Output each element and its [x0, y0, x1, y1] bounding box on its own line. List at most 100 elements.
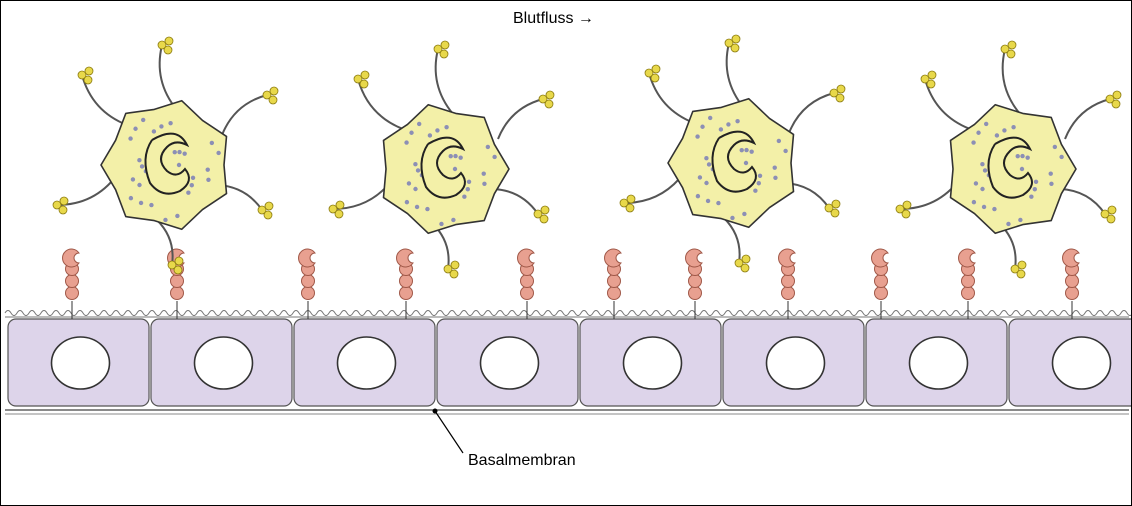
granule [1016, 154, 1020, 158]
granule [704, 156, 708, 160]
ligand-chain [493, 189, 538, 214]
granule [1002, 128, 1006, 132]
ligand-sugar [1017, 270, 1025, 278]
ligand-sugar [265, 202, 273, 210]
leukocyte-body [668, 99, 794, 228]
granule [696, 194, 700, 198]
granule [453, 167, 457, 171]
neutrophil-granulocyte-icon [329, 41, 554, 278]
granule [1018, 218, 1022, 222]
granule [492, 155, 496, 159]
endothelial-cell [151, 319, 292, 406]
granule [1020, 154, 1024, 158]
endothelial-cell [294, 319, 435, 406]
receptor-bead [875, 275, 888, 288]
ligand-chain [1060, 189, 1105, 214]
ligand-sugar [831, 209, 839, 217]
granule [1034, 180, 1038, 184]
selectin-receptor-icon [605, 249, 621, 319]
receptor-bead [171, 275, 184, 288]
granule [466, 187, 470, 191]
granule [482, 182, 486, 186]
granule [439, 222, 443, 226]
ligand-sugar [540, 215, 548, 223]
granule [453, 154, 457, 158]
selectin-receptors [63, 249, 1079, 319]
granule [435, 128, 439, 132]
selectin-receptor-icon [63, 249, 79, 319]
granule [695, 134, 699, 138]
granule [163, 218, 167, 222]
receptor-head [299, 249, 315, 267]
endothelial-cell [1009, 319, 1131, 406]
granule [159, 124, 163, 128]
ligand-chain [222, 95, 267, 135]
ligand-sugar [84, 76, 92, 84]
receptor-head [686, 249, 702, 267]
receptor-head [959, 249, 975, 267]
receptor-bead [608, 287, 621, 300]
neutrophil-granulocyte-icon [896, 41, 1121, 278]
pointer-dot [433, 409, 438, 414]
receptor-bead [875, 287, 888, 300]
granule [216, 151, 220, 155]
pointer-line [435, 411, 463, 453]
endothelial-cell [580, 319, 721, 406]
granule [980, 187, 984, 191]
granule [1011, 125, 1015, 129]
ligand-sugar [902, 210, 910, 218]
granule [417, 122, 421, 126]
receptor-bead [962, 287, 975, 300]
granule [141, 118, 145, 122]
ligand-sugar [440, 50, 448, 58]
granule [191, 176, 195, 180]
ligand-sugar [741, 264, 749, 272]
granule [182, 151, 186, 155]
selectin-receptor-icon [872, 249, 888, 319]
granule [173, 150, 177, 154]
ligand-sugar [652, 65, 660, 73]
receptor-head [605, 249, 621, 267]
ligand-sugar [627, 195, 635, 203]
granule [137, 158, 141, 162]
selectin-receptor-icon [959, 249, 975, 319]
leukocyte-body [384, 105, 510, 234]
receptor-bead [171, 287, 184, 300]
ligand-sugar [85, 67, 93, 75]
granule [149, 203, 153, 207]
neutrophil-granulocyte-icon [53, 37, 278, 274]
cell-nucleus-icon [52, 337, 110, 389]
ligand-sugar [651, 74, 659, 82]
granule [740, 148, 744, 152]
granule [735, 119, 739, 123]
receptor-head [63, 249, 79, 267]
granule [777, 139, 781, 143]
granule [413, 162, 417, 166]
granule [1033, 187, 1037, 191]
granule [404, 140, 408, 144]
endothelial-cell [866, 319, 1007, 406]
ligand-sugar [1107, 215, 1115, 223]
receptor-bead [521, 275, 534, 288]
ligand-sugar [732, 35, 740, 43]
ligand-sugar [59, 206, 67, 214]
granule [726, 122, 730, 126]
granule [983, 168, 987, 172]
receptor-head [872, 249, 888, 267]
granule [129, 196, 133, 200]
cell-nucleus-icon [338, 337, 396, 389]
selectin-receptor-icon [397, 249, 413, 319]
granule [137, 183, 141, 187]
ligand-sugar [165, 37, 173, 45]
granule [976, 131, 980, 135]
ligand-sugar [270, 87, 278, 95]
granule [190, 183, 194, 187]
granule [462, 195, 466, 199]
receptor-bead [962, 275, 975, 288]
basal-membrane-label: Basalmembran [468, 452, 576, 470]
glycocalyx-line [5, 311, 1131, 316]
ligand-sugar [1008, 41, 1016, 49]
granule [706, 199, 710, 203]
granule [128, 136, 132, 140]
receptor-bead [689, 287, 702, 300]
